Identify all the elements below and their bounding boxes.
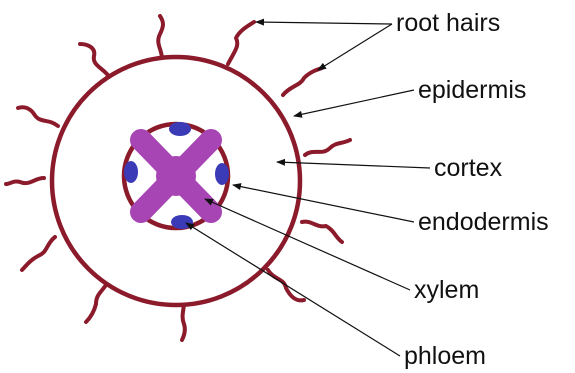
root-hair xyxy=(302,222,342,242)
root-hair xyxy=(305,140,350,155)
root-hair xyxy=(18,107,58,126)
root-hair xyxy=(283,68,322,95)
endodermis-label: endodermis xyxy=(418,208,549,236)
root-hair xyxy=(22,237,55,270)
epidermis-label: epidermis xyxy=(418,76,526,104)
epidermis-leader xyxy=(294,90,414,116)
xylem-center xyxy=(156,156,196,196)
phloem-label: phloem xyxy=(404,342,486,370)
cortex-label: cortex xyxy=(434,154,503,182)
xylem-label: xylem xyxy=(414,276,479,304)
phloem-patch xyxy=(215,163,229,185)
root-hairs-leader xyxy=(256,22,392,24)
root-hairs-leader xyxy=(318,24,392,70)
root-hair xyxy=(6,178,44,184)
root-hairs-label: root hairs xyxy=(396,9,500,37)
phloem-patch xyxy=(171,215,193,229)
phloem-patch xyxy=(124,161,138,183)
root-hair xyxy=(228,22,254,64)
phloem-patch xyxy=(169,122,191,136)
root-hair xyxy=(86,282,108,322)
labels: root hairs epidermis cortex endodermis x… xyxy=(396,9,549,370)
root-hair xyxy=(80,44,110,78)
